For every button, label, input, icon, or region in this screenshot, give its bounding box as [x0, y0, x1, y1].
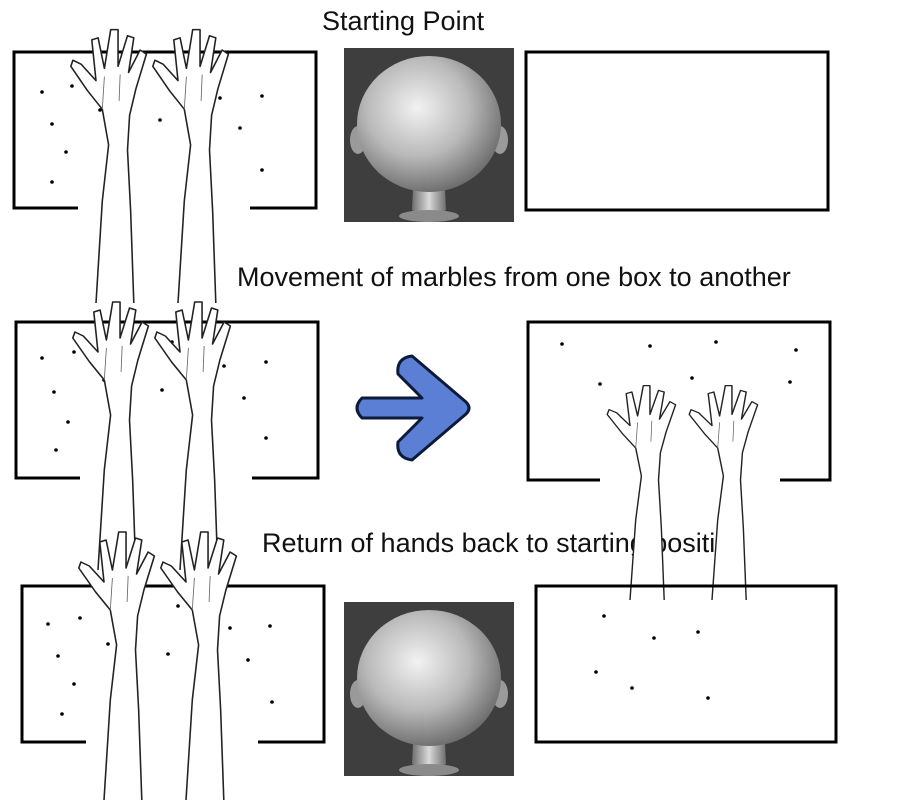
left-box: [14, 320, 320, 480]
starting-point-caption: Starting Point: [322, 6, 485, 36]
row-starting: [12, 28, 830, 304]
movement-caption: Movement of marbles from one box to anot…: [237, 262, 791, 292]
left-box: [12, 50, 318, 210]
hands-icon: [78, 531, 238, 801]
row-return: [20, 531, 838, 801]
right-box: [534, 584, 838, 744]
right-arrow-icon: [355, 354, 471, 462]
left-box-marbles: [40, 70, 264, 184]
right-box: [526, 320, 832, 482]
hands-icon: [72, 301, 232, 571]
head-icon: [344, 48, 514, 222]
hands-icon: [606, 384, 759, 601]
return-caption: Return of hands back to starting positio…: [262, 528, 746, 558]
right-box-marbles: [594, 614, 710, 700]
left-box-marbles: [40, 340, 268, 452]
row-movement: [14, 301, 832, 601]
hands-icon: [70, 28, 230, 304]
left-box-marbles: [46, 604, 274, 716]
right-box-marbles: [560, 340, 798, 386]
right-box: [524, 50, 830, 212]
left-box: [20, 584, 326, 744]
head-icon: [344, 602, 514, 776]
